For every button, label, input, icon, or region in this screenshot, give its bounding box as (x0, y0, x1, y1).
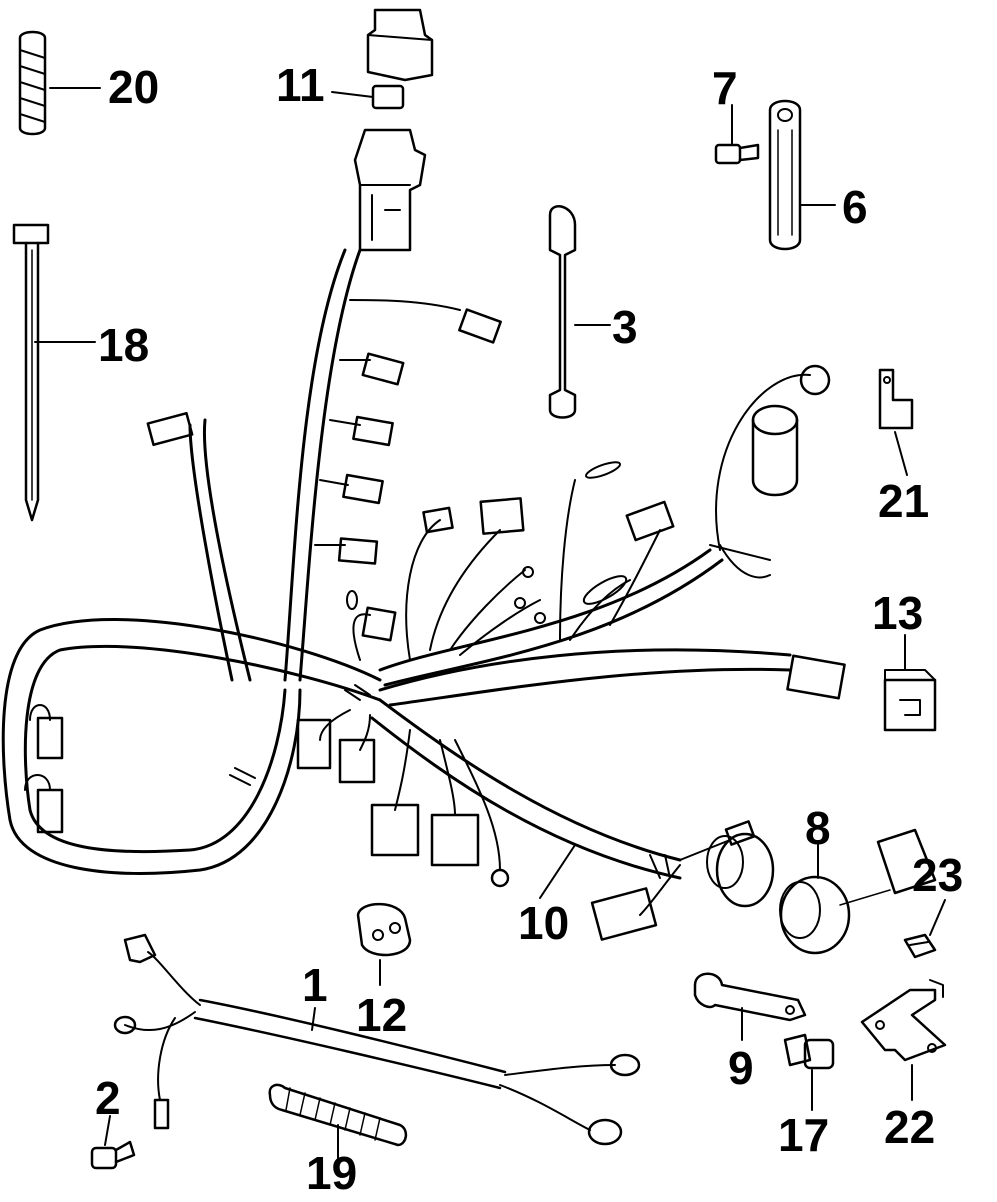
callout-10: 10 (518, 897, 570, 949)
callout-12: 12 (356, 989, 408, 1041)
clamp-part-13 (883, 669, 937, 732)
lead-wire-part-3 (548, 205, 577, 419)
bracket-part-22 (860, 979, 947, 1062)
callout-20: 20 (108, 61, 160, 113)
callout-6: 6 (842, 181, 868, 233)
bolt-part-2 (90, 1140, 136, 1170)
callout-18: 18 (98, 319, 150, 371)
battery-cable-part-1 (113, 933, 641, 1146)
harness-connectors (36, 308, 846, 941)
leader-lines (34, 87, 946, 1161)
bracket-part-6 (768, 99, 802, 251)
callout-2: 2 (95, 1072, 121, 1124)
terminal-part-23 (903, 933, 937, 959)
relay-assembly (353, 8, 434, 252)
grommet-part-12 (356, 902, 412, 957)
callout-7: 7 (712, 62, 738, 114)
callout-3: 3 (612, 301, 638, 353)
callout-19-value: 19 (306, 1147, 358, 1199)
callout-1: 1 (302, 959, 328, 1011)
callout-13: 13 (872, 587, 924, 639)
spiral-sleeve-part-20 (18, 30, 47, 136)
sleeve-part-19 (268, 1083, 408, 1147)
callout-23-label: 23 (912, 849, 964, 901)
clip-part-21 (878, 368, 914, 430)
callout-11: 11 (276, 59, 325, 111)
main-wiring-harness (1, 248, 811, 916)
sensor-part-8 (779, 828, 937, 955)
callout-8: 8 (805, 802, 831, 854)
bolt-part-7 (714, 143, 760, 165)
callout-17: 17 (778, 1109, 830, 1161)
bolt-part-17 (783, 1033, 835, 1070)
callout-21: 21 (878, 475, 930, 527)
cable-tie-part-18 (12, 223, 50, 522)
callout-9: 9 (728, 1042, 754, 1094)
callout-22: 22 (884, 1101, 936, 1153)
clamp-part-9 (693, 972, 807, 1022)
